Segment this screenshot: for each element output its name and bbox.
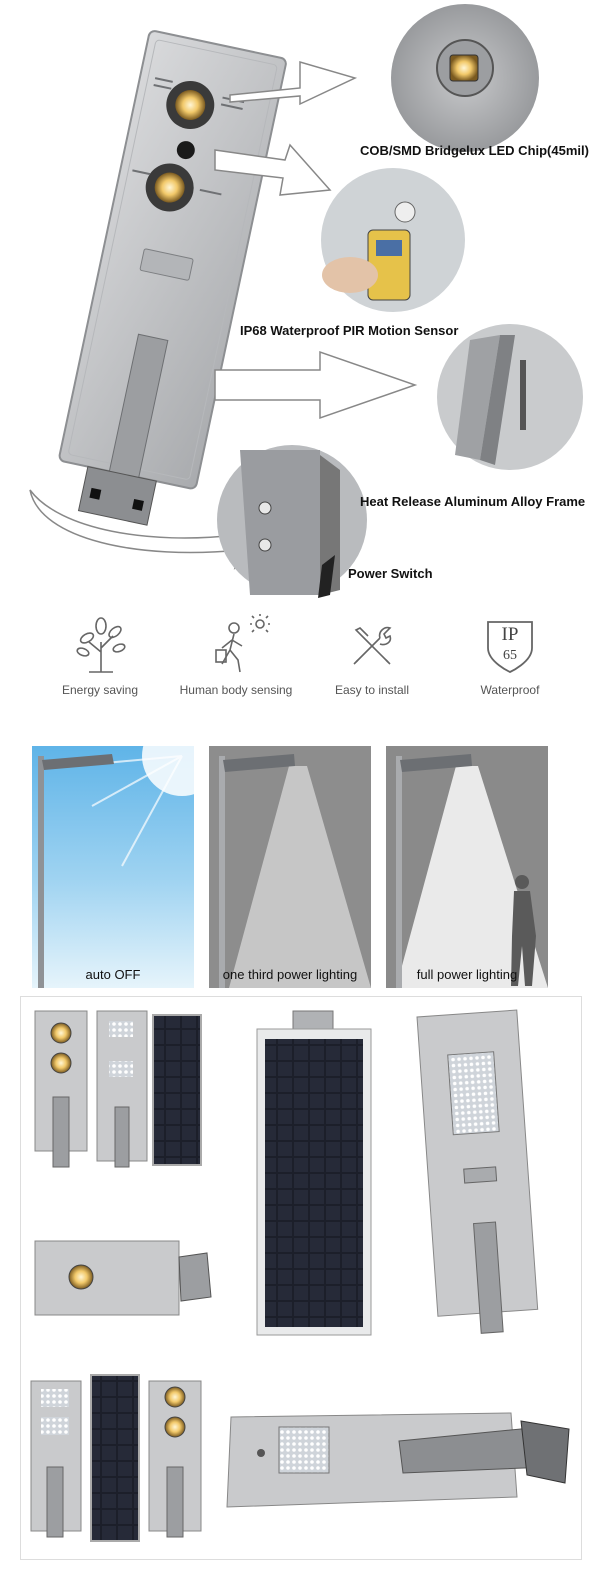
feature-row: Energy saving Human body sensing Easy to… <box>0 612 600 722</box>
mode-caption: full power lighting <box>416 967 518 982</box>
led-chip-closeup <box>391 4 539 152</box>
light-beam-icon <box>396 754 548 988</box>
frame-caption: Heat Release Aluminum Alloy Frame <box>360 494 586 509</box>
feature-label: Energy saving <box>61 683 139 697</box>
power-switch-caption: Power Switch <box>348 566 433 581</box>
led-chip-caption: COB/SMD Bridgelux LED Chip(45mil) <box>360 143 589 158</box>
feature-waterproof: IP 65 Waterproof <box>450 612 570 712</box>
frame-closeup <box>437 324 583 470</box>
light-beam-icon <box>219 754 371 988</box>
person-silhouette-icon <box>511 875 536 986</box>
feature-label: Human body sensing <box>179 683 293 697</box>
pir-sensor-closeup <box>321 168 465 312</box>
product-gallery <box>20 996 582 1560</box>
tree-icon <box>76 617 126 673</box>
feature-energy-saving: Energy saving <box>40 612 160 712</box>
ip-badge-number: 65 <box>503 648 517 663</box>
sun-icon <box>38 746 194 988</box>
gallery-illustration <box>30 1009 570 1542</box>
feature-easy-install: Easy to install <box>312 612 432 712</box>
mode-panel-auto-off: auto OFF <box>32 746 194 988</box>
mode-panel-one-third: one third power lighting <box>209 746 371 988</box>
lamp-body <box>58 30 287 526</box>
product-diagram <box>29 4 583 598</box>
walking-person-icon <box>215 614 270 673</box>
mode-panel-full-power: full power lighting <box>386 746 548 988</box>
feature-label: Easy to install <box>334 683 410 697</box>
feature-label: Waterproof <box>480 683 540 697</box>
mode-caption: auto OFF <box>85 967 141 982</box>
feature-human-sensing: Human body sensing <box>176 612 296 712</box>
pir-sensor-caption: IP68 Waterproof PIR Motion Sensor <box>240 323 459 338</box>
mode-caption: one third power lighting <box>222 967 358 982</box>
ip-badge-text: IP <box>501 624 519 645</box>
ip65-shield-icon <box>487 621 533 673</box>
power-switch-closeup <box>217 445 367 598</box>
tools-icon <box>353 626 392 665</box>
